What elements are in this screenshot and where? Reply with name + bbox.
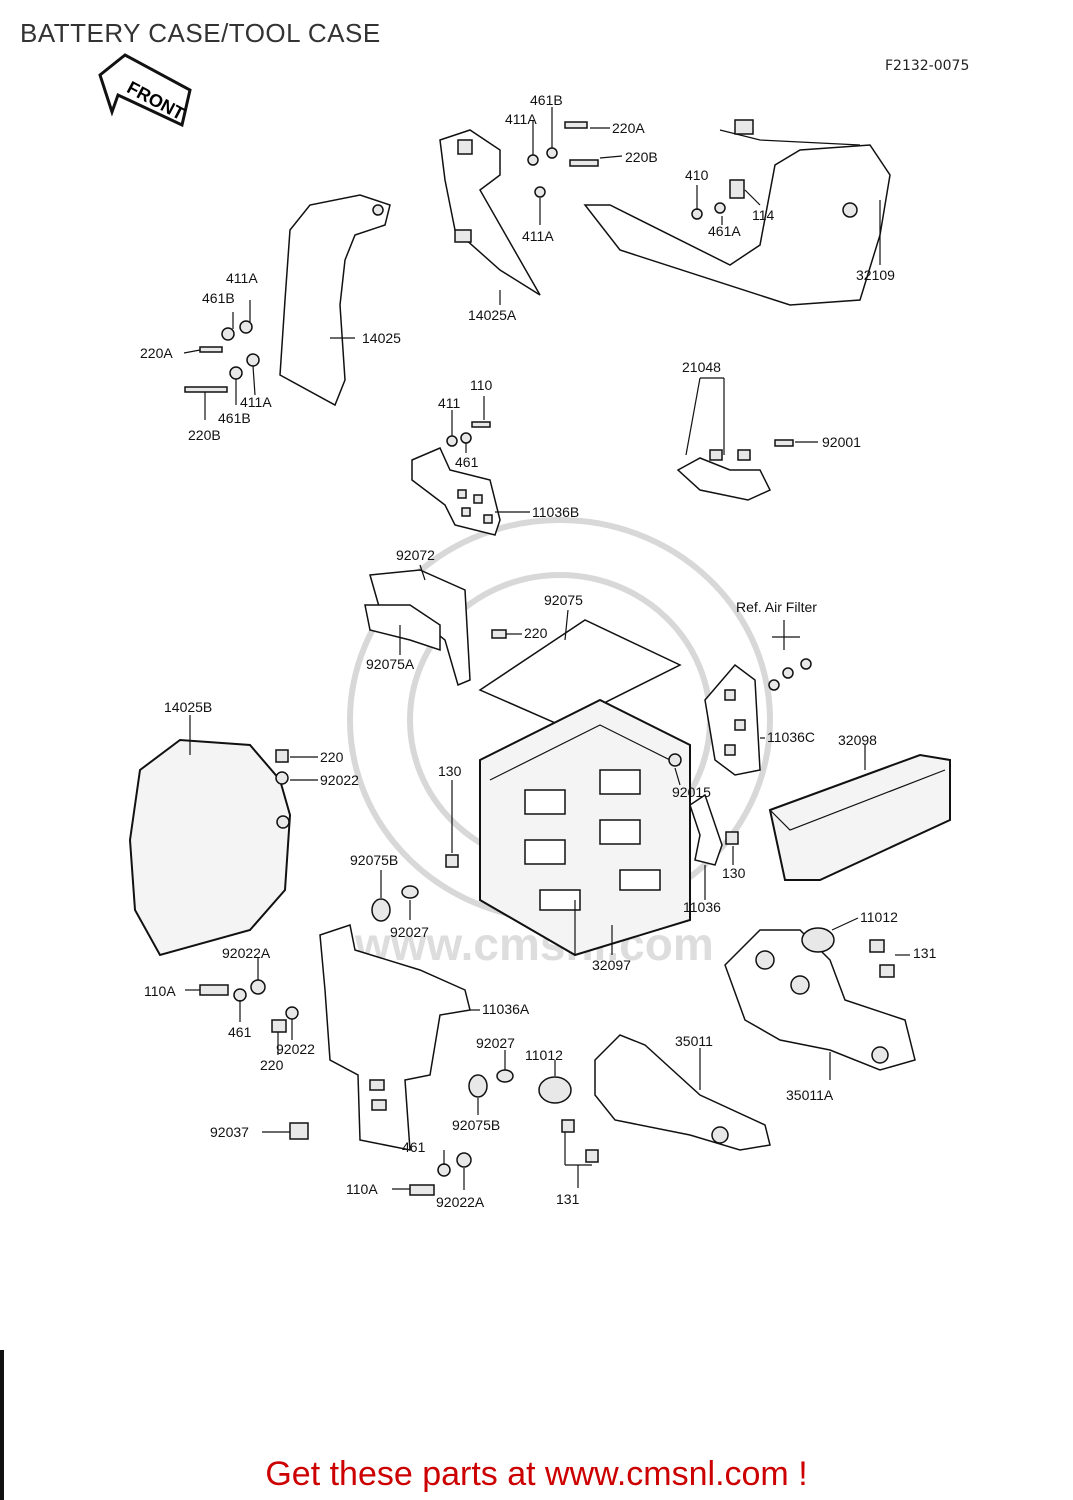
part-92075-pad [478,619,682,726]
callout-92075A: 92075A [366,656,415,672]
part-14025A-bracket [439,129,541,296]
callout-92022A-bottom: 92022A [436,1194,485,1210]
part-11012-cap-left [538,1076,572,1104]
callout-35011: 35011 [675,1033,713,1049]
callout-110A-top: 110A [144,983,176,999]
callout-110-top: 110 [470,377,493,393]
part-11036C-plate [704,663,761,776]
callout-410: 410 [685,167,709,183]
part-92075B-grommet-top [371,898,391,922]
callout-92027-top: 92027 [390,924,429,940]
callout-220-left: 220 [320,749,344,765]
callout-220-bottom: 220 [260,1057,284,1073]
callout-21048: 21048 [682,359,721,375]
callout-11012-mid: 11012 [525,1047,563,1063]
part-35011A-bracket [724,929,916,1071]
callout-220B-top: 220B [625,149,658,165]
callout-220B-left: 220B [188,427,221,443]
part-32109-grab-rail [583,119,891,306]
part-11036B-plate [411,447,501,536]
leader-lines [183,107,910,1190]
callout-411A-mid: 411A [522,228,554,244]
callout-220A-top: 220A [612,120,645,136]
part-92027-damper-top [401,885,419,899]
part-14025-side-cover [279,194,391,407]
callout-114: 114 [752,207,775,223]
part-92075B-grommet-bottom [468,1074,488,1098]
part-92072-holder [364,569,471,687]
callout-461B-left: 461B [202,290,235,306]
callout-411: 411 [438,395,461,411]
callout-411A-left: 411A [226,270,258,286]
callout-11036A: 11036A [482,1001,530,1017]
callout-461A: 461A [708,223,741,239]
part-11036A-bracket [319,924,471,1151]
callout-92022-left: 92022 [320,772,359,788]
part-21048-reflector-bracket [676,449,772,501]
callout-131-bottom: 131 [556,1191,580,1207]
callout-92072: 92072 [396,547,435,563]
callout-92075: 92075 [544,592,583,608]
callout-92027-bottom: 92027 [476,1035,515,1051]
callout-92075B-bottom: 92075B [452,1117,500,1133]
callout-131-right: 131 [913,945,937,961]
callout-92001: 92001 [822,434,861,450]
part-11012-cap-right [801,927,835,953]
part-14025B-cover [128,738,292,957]
callout-110A-bottom: 110A [346,1181,378,1197]
callout-461B-left2: 461B [218,410,251,426]
callout-461-top: 461 [455,454,479,470]
callout-11036: 11036 [683,899,721,915]
callout-11036C: 11036C [767,729,815,745]
callout-ref-air-filter: Ref. Air Filter [736,599,817,615]
front-arrow-icon: FRONT [98,53,192,128]
page-title: BATTERY CASE/TOOL CASE [20,18,381,48]
diagram-code: F2132-0075 [885,58,970,74]
callout-32098: 32098 [838,732,877,748]
callout-220A-left: 220A [140,345,173,361]
callout-92037: 92037 [210,1124,249,1140]
callout-92015: 92015 [672,784,711,800]
part-32098-tool-case [768,753,951,881]
part-11036-small-bracket [689,793,723,866]
callout-14025B: 14025B [164,699,212,715]
cta-banner[interactable]: Get these parts at www.cmsnl.com ! [265,1455,808,1493]
callout-130-left: 130 [438,763,462,779]
callout-32109: 32109 [856,267,895,283]
callout-92022-bottom: 92022 [276,1041,315,1057]
callout-411A-top: 411A [505,111,537,127]
callout-14025: 14025 [362,330,401,346]
callout-461-mid: 461 [228,1024,252,1040]
fasteners [184,121,895,1196]
callout-92075B-top: 92075B [350,852,398,868]
part-35011-bracket [594,1034,771,1151]
callout-461B-top: 461B [530,92,563,108]
callout-35011A: 35011A [786,1087,834,1103]
callout-461-bottom: 461 [402,1139,426,1155]
callout-32097: 32097 [592,957,631,973]
callout-11012-right: 11012 [860,909,898,925]
callout-14025A: 14025A [468,307,517,323]
callout-130-right: 130 [722,865,746,881]
callout-11036B: 11036B [532,504,579,520]
part-32097-battery-case [479,698,691,957]
part-callouts: 461B 411A 220A 220B 411A 410 114 461A 32… [140,92,937,1210]
callout-92022A-top: 92022A [222,945,271,961]
part-92027-damper-bottom [496,1069,514,1083]
callout-220-mid: 220 [524,625,548,641]
edge-artifact [0,1350,4,1500]
callout-411A-left2: 411A [240,394,272,410]
